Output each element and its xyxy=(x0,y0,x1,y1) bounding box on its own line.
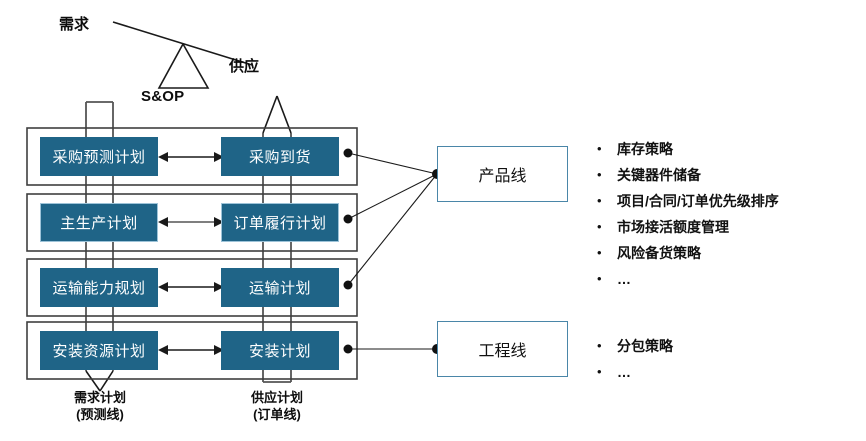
product-line-bullet-item: • 风险备货策略 xyxy=(597,240,779,266)
scale-fulcrum-label: S&OP xyxy=(141,88,185,105)
product-line-bullet-item: • 关键器件储备 xyxy=(597,162,779,188)
process-box-purchase-arrival[interactable]: 采购到货 xyxy=(221,137,339,176)
engineering-line-bullet-item-label: 分包策略 xyxy=(617,338,673,354)
bullet-dot-icon: • xyxy=(597,271,602,286)
process-box-install-resource-plan[interactable]: 安装资源计划 xyxy=(40,331,158,370)
line-box-engineering-line[interactable]: 工程线 xyxy=(437,321,568,377)
row-frame-2 xyxy=(26,193,358,252)
caption-supply-plan-title: 供应计划 xyxy=(250,390,303,405)
process-box-transport-capacity-plan[interactable]: 运输能力规划 xyxy=(40,268,158,307)
bullet-dot-icon: • xyxy=(597,245,602,260)
bullet-dot-icon: • xyxy=(597,167,602,182)
product-line-bullet-list: • 库存策略 • 关键器件储备 • 项目/合同/订单优先级排序 • 市场接活额度管理 • 风险备货… xyxy=(597,136,779,292)
process-box-transport-plan[interactable]: 运输计划 xyxy=(221,268,339,307)
row-frame-1 xyxy=(26,127,358,186)
product-line-bullet-item: •… xyxy=(597,266,779,292)
balance-scale-icon xyxy=(112,21,253,89)
engineering-line-bullet-item: • 分包策略 xyxy=(597,333,673,359)
bullet-dot-icon: • xyxy=(597,219,602,234)
process-box-order-fulfillment-plan[interactable]: 订单履行计划 xyxy=(221,203,339,242)
row-frame-4 xyxy=(26,321,358,380)
product-line-bullet-item: • 项目/合同/订单优先级排序 xyxy=(597,188,779,214)
product-line-connectors xyxy=(347,152,438,286)
engineering-line-bullet-item: •… xyxy=(597,359,673,385)
row-frame-3 xyxy=(26,258,358,317)
caption-supply-plan: 供应计划 (订单线) xyxy=(217,390,337,424)
bullet-dot-icon: • xyxy=(597,364,602,379)
product-line-bullet-item-label: 市场接活额度管理 xyxy=(617,219,729,235)
product-line-bullet-item-label: 项目/合同/订单优先级排序 xyxy=(617,193,779,209)
scale-supply-label: 供应 xyxy=(229,58,260,75)
bullet-dot-icon: • xyxy=(597,193,602,208)
product-line-bullet-item-label: 库存策略 xyxy=(617,141,673,157)
engineering-line-bullet-list: •分包策略•… xyxy=(597,333,673,385)
caption-supply-plan-sub: (订单线) xyxy=(253,406,301,422)
product-line-bullet-item-label: … xyxy=(617,271,631,287)
product-line-bullet-item: • 市场接活额度管理 xyxy=(597,214,779,240)
process-box-install-plan[interactable]: 安装计划 xyxy=(221,331,339,370)
scale-demand-label: 需求 xyxy=(59,16,90,33)
line-box-product-line[interactable]: 产品线 xyxy=(437,146,568,202)
caption-demand-plan: 需求计划 (预测线) xyxy=(40,390,160,424)
caption-demand-plan-title: 需求计划 xyxy=(73,390,126,405)
engineering-line-bullet-item-label: … xyxy=(617,364,631,380)
process-box-purchase-forecast-plan[interactable]: 采购预测计划 xyxy=(40,137,158,176)
product-line-bullet-item-label: 风险备货策略 xyxy=(617,245,701,261)
bullet-dot-icon: • xyxy=(597,338,602,353)
product-line-bullet-item-label: 关键器件储备 xyxy=(617,167,701,183)
product-line-bullet-item: • 库存策略 xyxy=(597,136,779,162)
row-bidirectional-arrows xyxy=(158,152,224,355)
caption-demand-plan-sub: (预测线) xyxy=(76,406,124,422)
bullet-dot-icon: • xyxy=(597,141,602,156)
process-box-master-production-plan[interactable]: 主生产计划 xyxy=(40,203,158,242)
